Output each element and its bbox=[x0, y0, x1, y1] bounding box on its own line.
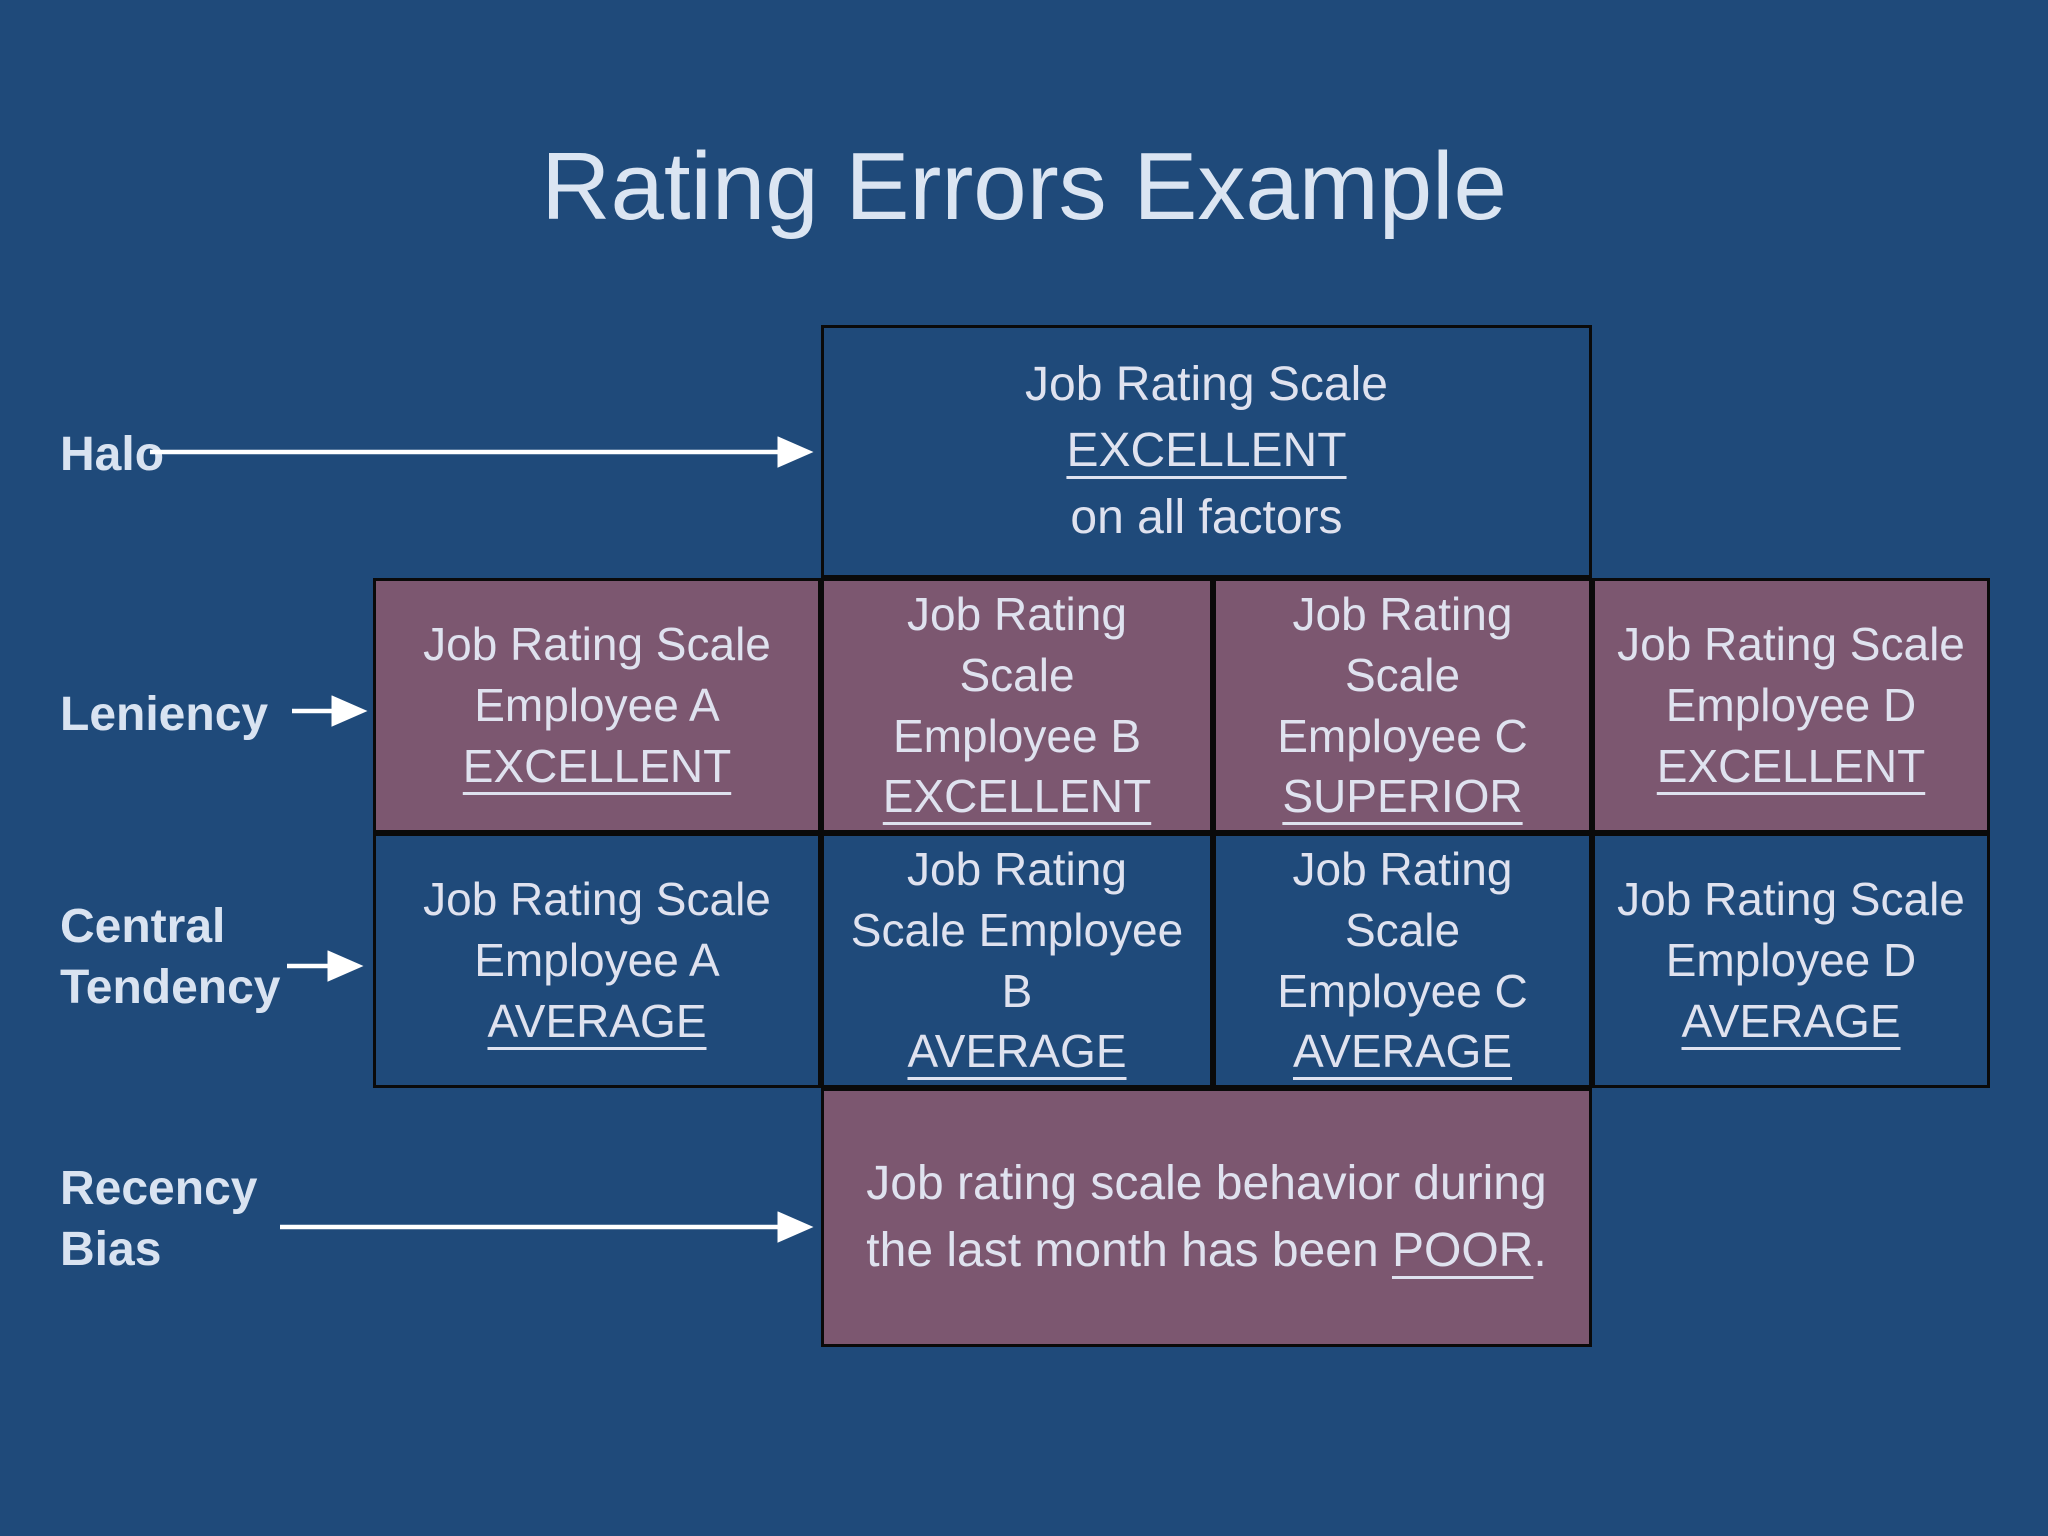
cell-text: Job Rating Scale Employee B bbox=[892, 588, 1141, 762]
leniency-cell-employee-d: Job Rating Scale Employee D EXCELLENT bbox=[1592, 578, 1990, 833]
central-cell-employee-c: Job Rating Scale Employee C AVERAGE bbox=[1213, 833, 1592, 1088]
recency-sentence: Job rating scale behavior during the las… bbox=[866, 1151, 1546, 1283]
halo-box: Job Rating Scale EXCELLENT on all factor… bbox=[821, 325, 1592, 578]
cell-rating: EXCELLENT bbox=[462, 739, 732, 792]
recency-box: Job rating scale behavior during the las… bbox=[821, 1088, 1592, 1347]
cell-text: Job Rating Scale Employee C bbox=[1277, 843, 1528, 1017]
recency-rating: POOR bbox=[1391, 1223, 1534, 1277]
cell-rating: SUPERIOR bbox=[1282, 770, 1523, 823]
label-central-tendency: Central Tendency bbox=[60, 900, 281, 1015]
central-cell-employee-b: Job Rating Scale Employee B AVERAGE bbox=[821, 833, 1213, 1088]
central-cell-employee-a: Job Rating Scale Employee A AVERAGE bbox=[373, 833, 821, 1088]
leniency-cell-employee-c: Job Rating Scale Employee C SUPERIOR bbox=[1213, 578, 1592, 833]
cell-text: Job Rating Scale Employee D bbox=[1617, 618, 1965, 732]
halo-box-rating: EXCELLENT bbox=[1066, 424, 1347, 478]
cell-text: Job Rating Scale Employee B bbox=[850, 843, 1184, 1017]
cell-rating: AVERAGE bbox=[1293, 1025, 1512, 1078]
leniency-cell-employee-b: Job Rating Scale Employee B EXCELLENT bbox=[821, 578, 1213, 833]
cell-rating: AVERAGE bbox=[487, 994, 707, 1047]
cell-text: Job Rating Scale Employee C bbox=[1277, 588, 1528, 762]
recency-period: . bbox=[1533, 1223, 1547, 1277]
cell-rating: AVERAGE bbox=[1681, 994, 1901, 1047]
cell-rating: EXCELLENT bbox=[1656, 739, 1926, 792]
central-cell-employee-d: Job Rating Scale Employee D AVERAGE bbox=[1592, 833, 1990, 1088]
leniency-cell-employee-a: Job Rating Scale Employee A EXCELLENT bbox=[373, 578, 821, 833]
label-leniency: Leniency bbox=[60, 688, 269, 741]
halo-box-line2: on all factors bbox=[1070, 490, 1343, 544]
slide-title: Rating Errors Example bbox=[541, 133, 1507, 240]
cell-rating: AVERAGE bbox=[907, 1025, 1127, 1078]
halo-box-line1: Job Rating Scale bbox=[1025, 358, 1388, 412]
cell-text: Job Rating Scale Employee D bbox=[1617, 873, 1965, 987]
cell-text: Job Rating Scale Employee A bbox=[423, 618, 771, 732]
label-halo: Halo bbox=[60, 428, 165, 481]
recency-text: Job rating scale behavior during the las… bbox=[866, 1157, 1547, 1277]
cell-text: Job Rating Scale Employee A bbox=[423, 873, 771, 987]
cell-rating: EXCELLENT bbox=[882, 770, 1152, 823]
label-recency-bias: Recency Bias bbox=[60, 1162, 258, 1277]
